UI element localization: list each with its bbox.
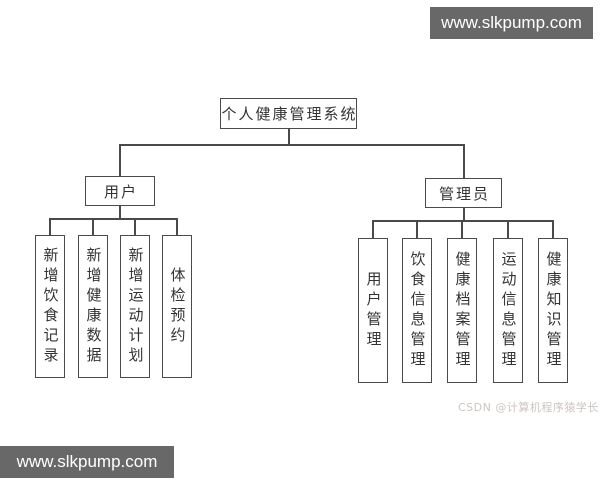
- connector-to-admin: [463, 146, 465, 178]
- watermark-bar-bottom-left: www.slkpump.com: [0, 446, 174, 478]
- watermark-url-text: www.slkpump.com: [16, 452, 158, 471]
- branch-node-user: 用户: [85, 176, 155, 206]
- connector-user-child-2: [92, 220, 94, 235]
- leaf-node-exercise-info-management: 运动信息管理: [493, 238, 523, 383]
- connector-admin-horizontal: [372, 220, 554, 222]
- leaf-node-health-knowledge-management: 健康知识管理: [538, 238, 568, 383]
- root-node-system: 个人健康管理系统: [220, 98, 357, 129]
- connector-admin-child-5: [552, 222, 554, 238]
- connector-user-child-3: [134, 220, 136, 235]
- connector-to-user: [119, 146, 121, 176]
- connector-user-child-4: [176, 220, 178, 235]
- csdn-watermark: CSDN @计算机程序猿学长: [458, 401, 599, 414]
- leaf-node-add-diet-record: 新增饮食记录: [35, 235, 65, 378]
- leaf-node-health-archive-management: 健康档案管理: [447, 238, 477, 383]
- connector-root-drop: [288, 129, 290, 145]
- watermark-url-text: www.slkpump.com: [441, 13, 582, 32]
- connector-user-horizontal: [49, 218, 178, 220]
- leaf-node-add-health-data: 新增健康数据: [78, 235, 108, 378]
- leaf-node-checkup-appointment: 体检预约: [162, 235, 192, 378]
- watermark-bar-top-right: www.slkpump.com: [430, 7, 593, 39]
- connector-main-horizontal: [119, 144, 465, 146]
- connector-admin-drop: [463, 208, 465, 220]
- branch-node-admin: 管理员: [425, 178, 502, 208]
- connector-admin-child-4: [507, 222, 509, 238]
- connector-admin-child-1: [372, 222, 374, 238]
- leaf-node-diet-info-management: 饮食信息管理: [402, 238, 432, 383]
- leaf-node-add-exercise-plan: 新增运动计划: [120, 235, 150, 378]
- connector-user-child-1: [49, 220, 51, 235]
- connector-admin-child-2: [416, 222, 418, 238]
- leaf-node-user-management: 用户管理: [358, 238, 388, 383]
- connector-user-drop: [119, 206, 121, 218]
- connector-admin-child-3: [461, 222, 463, 238]
